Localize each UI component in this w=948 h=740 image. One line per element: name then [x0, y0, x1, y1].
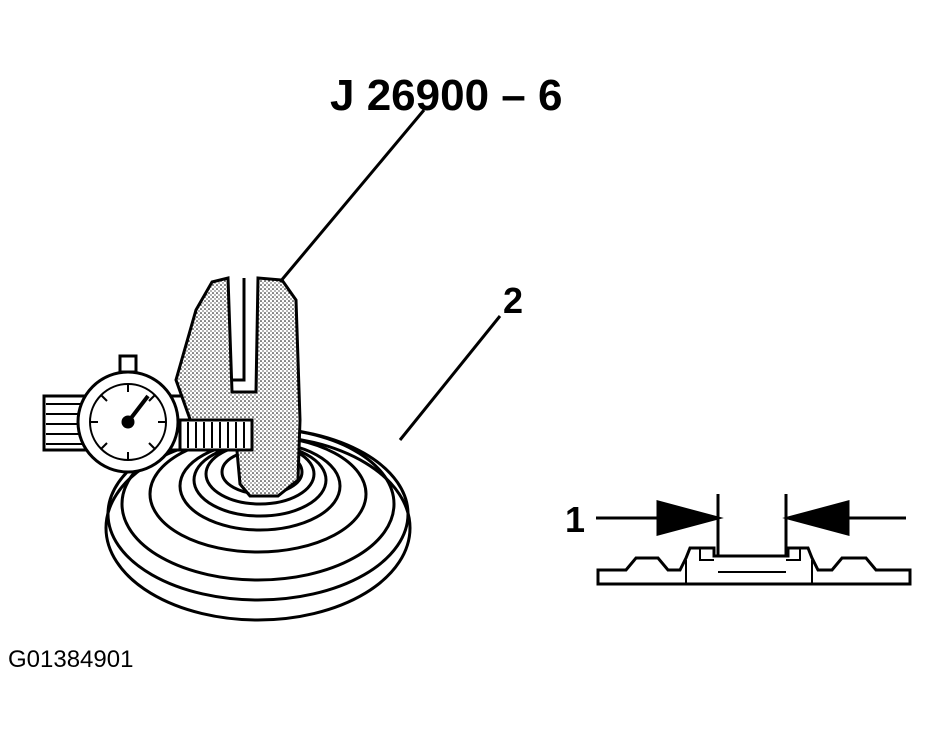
leader-lines [278, 109, 502, 441]
tool-number-label: J 26900 – 6 [330, 71, 563, 120]
dial-caliper-icon [42, 276, 302, 498]
callout-2-label: 2 [503, 280, 524, 321]
figure-id-label: G01384901 [8, 646, 134, 673]
cross-section-icon [596, 494, 912, 586]
callout-1-label: 1 [565, 499, 586, 540]
